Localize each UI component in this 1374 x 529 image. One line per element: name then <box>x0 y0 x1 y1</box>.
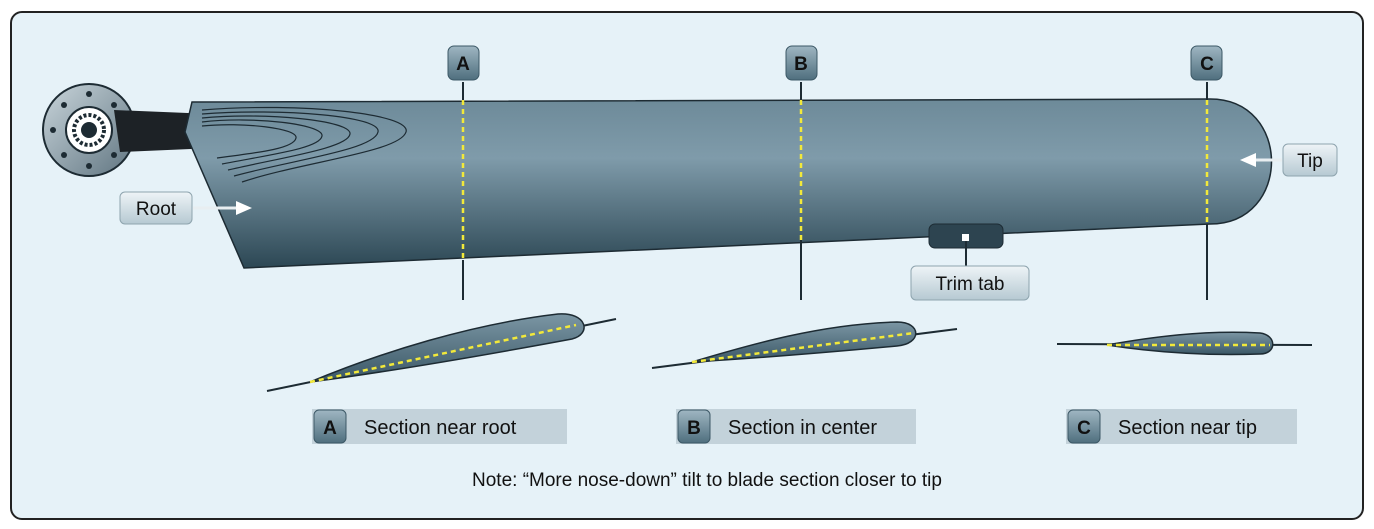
section-marker-c-letter: C <box>1200 54 1214 75</box>
root-label: Root <box>136 199 177 220</box>
section-caption-b: B Section in center <box>676 409 916 444</box>
section-caption-b-letter: B <box>687 418 701 439</box>
rotor-blade-diagram: A B C Root Tip Trim tab <box>42 45 1338 491</box>
section-caption-c-label: Section near tip <box>1118 417 1257 439</box>
section-caption-c: C Section near tip <box>1066 409 1297 444</box>
root-callout: Root <box>119 191 252 225</box>
section-marker-b: B <box>785 45 818 81</box>
section-marker-b-letter: B <box>794 54 808 75</box>
section-caption-b-label: Section in center <box>728 417 877 439</box>
section-caption-a-letter: A <box>323 418 337 439</box>
section-caption-c-letter: C <box>1077 418 1091 439</box>
diagram-frame: A B C Root Tip Trim tab <box>10 11 1364 520</box>
section-marker-a-letter: A <box>456 54 470 75</box>
section-caption-a: A Section near root <box>312 409 567 444</box>
section-marker-c: C <box>1190 45 1223 81</box>
note-text: Note: “More nose-down” tilt to blade sec… <box>472 470 942 491</box>
tip-label: Tip <box>1297 151 1323 172</box>
section-caption-a-label: Section near root <box>364 417 517 439</box>
tip-callout: Tip <box>1240 143 1338 177</box>
airfoil-section-c <box>1056 331 1313 356</box>
trim-tab-callout: Trim tab <box>910 241 1030 301</box>
trim-tab-label: Trim tab <box>936 274 1005 295</box>
root-contour-lines <box>201 106 407 183</box>
section-marker-a: A <box>447 45 480 81</box>
airfoil-section-a <box>266 313 617 392</box>
airfoil-section-b <box>651 321 958 369</box>
rotor-blade <box>184 98 1273 269</box>
